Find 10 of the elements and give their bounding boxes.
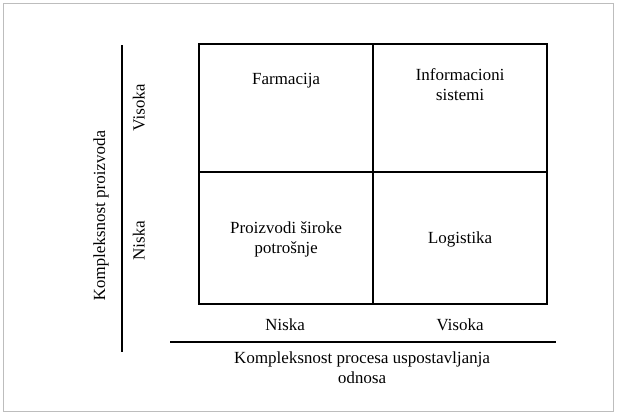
axis-tick-label: Niska [130,220,150,260]
quadrant-cell: Logistika [372,171,548,305]
axis-tick-label: Niska [265,314,305,336]
axis-tick-label: Visoka [436,314,484,336]
quadrant-cell: Farmacija [198,43,374,173]
quadrant-cell: Proizvodi široke potrošnje [198,171,374,305]
axis-title: Kompleksnost procesa uspostavljanja odnosa [233,348,491,388]
axis-title: Kompleksnost proizvoda [90,130,110,300]
quadrant-cell: Informacioni sistemi [372,43,548,173]
axis-tick-label: Visoka [130,83,150,131]
